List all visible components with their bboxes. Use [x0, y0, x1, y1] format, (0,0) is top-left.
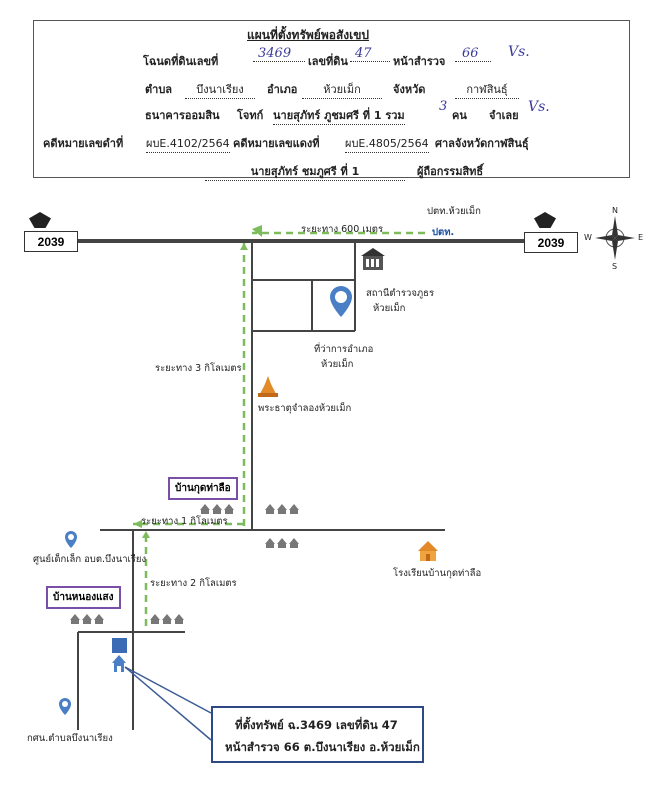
deed-number: 3469 — [258, 46, 292, 61]
distance-600m-label: ระยะทาง 600 เมตร — [301, 224, 384, 235]
village-nong-saeng: บ้านหนองแสง — [46, 586, 121, 609]
distance-2km-label: ระยะทาง 2 กิโลเมตร — [150, 578, 237, 589]
red-case-number: ผบE.4805/2564 — [345, 134, 429, 153]
red-case-label: คดีหมายเลขแดงที่ — [233, 137, 320, 150]
bank-name: ธนาคารออมสิน — [145, 109, 220, 122]
route-path — [133, 231, 425, 628]
page-number: 66 — [462, 46, 479, 61]
district-office-label: ที่ว่าการอำเภอ — [314, 344, 374, 355]
district-office-label-2: ห้วยเม็ก — [321, 359, 354, 370]
subdistrict-value: บึงนาเรียง — [185, 80, 255, 99]
pointer-line-1 — [124, 666, 212, 714]
school-icon — [418, 541, 438, 561]
property-info-box: ที่ตั้งทรัพย์ ฉ.3469 เลขที่ดิน 47 หน้าสำ… — [211, 706, 424, 763]
village-houses-3 — [265, 538, 299, 548]
province-label: จังหวัด — [393, 83, 426, 96]
education-center-pin-icon — [59, 698, 71, 715]
land-label: เลขที่ดิน — [308, 55, 348, 68]
black-case-number: ผบE.4102/2564 — [146, 134, 230, 153]
village-houses-1 — [200, 504, 234, 514]
temple-label: พระธาตุจำลองห้วยเม็ก — [258, 403, 352, 414]
district-office-pin-icon — [330, 286, 352, 317]
distance-1km-label: ระยะทาง 1 กิโลเมตร — [141, 516, 228, 527]
defendant-count: 3 — [439, 99, 448, 114]
ptt-label: ปตท.ห้วยเม็ก — [427, 206, 481, 217]
property-marker — [112, 638, 127, 653]
village-houses-2 — [265, 504, 299, 514]
document-title: แผนที่ตั้งทรัพย์พอสังเขป — [247, 28, 370, 42]
police-station-icon — [361, 248, 385, 270]
deed-underline — [253, 61, 305, 62]
village-houses-4 — [70, 614, 104, 624]
education-center-label: กศน.ตำบลบึงนาเรียง — [27, 733, 113, 744]
subdistrict-label: ตำบล — [145, 83, 173, 96]
compass-north: N — [612, 206, 618, 215]
temple-icon — [258, 376, 278, 397]
village-houses-5 — [150, 614, 184, 624]
arrow-up-icon-2 — [142, 531, 150, 538]
route-shield-right: 2039 — [524, 232, 578, 253]
pointer-line-2 — [124, 666, 212, 741]
district-label: อำเภอ — [267, 83, 298, 96]
property-info-line2: หน้าสำรวจ 66 ต.บึงนาเรียง อ.ห้วยเม็ก — [225, 740, 420, 754]
land-number: 47 — [355, 46, 372, 61]
count-suffix: คน — [452, 109, 467, 122]
page-underline — [455, 61, 491, 62]
header-box — [33, 20, 630, 178]
deed-label: โฉนดที่ดินเลขที่ — [143, 55, 219, 68]
compass-icon — [595, 216, 635, 260]
childcare-pin-icon — [65, 531, 77, 548]
compass-east: E — [638, 233, 644, 242]
village-kud-tha-lue: บ้านกุดท่าลือ — [168, 477, 238, 500]
signature-1: Vs. — [508, 44, 530, 60]
distance-3km-label: ระยะทาง 3 กิโลเมตร — [155, 363, 242, 374]
route-shield-right-emblem-icon — [534, 212, 556, 228]
route-shield-left-emblem-icon — [29, 212, 51, 228]
police-station-label-2: ห้วยเม็ก — [373, 303, 406, 314]
black-case-label: คดีหมายเลขดำที่ — [43, 137, 124, 150]
arrow-up-icon — [240, 243, 248, 250]
district-value: ห้วยเม็ก — [302, 80, 382, 99]
childcare-label: ศูนย์เด็กเล็ก อบต.บึงนาเรียง — [33, 554, 147, 565]
arrow-left-icon-2 — [133, 520, 142, 528]
arrow-left-icon — [252, 225, 262, 237]
school-label: โรงเรียนบ้านกุดท่าลือ — [393, 568, 482, 579]
court-name: ศาลจังหวัดกาฬสินธุ์ — [435, 137, 529, 150]
province-value: กาฬสินธุ์ — [455, 80, 519, 99]
route-shield-left: 2039 — [24, 231, 78, 252]
owner-name: นายสุภัทร์ ชมภูศรี ที่ 1 — [205, 162, 405, 181]
signature-2: Vs. — [528, 99, 550, 115]
compass-west: W — [584, 233, 592, 242]
ptt-logo: ปตท. — [432, 227, 455, 238]
page-label: หน้าสำรวจ — [393, 55, 446, 68]
compass-south: S — [612, 262, 618, 271]
home-icon — [112, 655, 126, 672]
plaintiff-label: โจทก์ — [237, 109, 264, 122]
defendant-label: จำเลย — [489, 109, 519, 122]
land-underline — [350, 61, 390, 62]
defendant-name: นายสุภัทร์ ภูชมศรี ที่ 1 รวม — [273, 106, 405, 125]
police-station-label: สถานีตำรวจภูธร — [366, 288, 435, 299]
owner-role: ผู้ถือกรรมสิทธิ์ — [417, 165, 484, 178]
property-info-line1: ที่ตั้งทรัพย์ ฉ.3469 เลขที่ดิน 47 — [235, 718, 398, 732]
